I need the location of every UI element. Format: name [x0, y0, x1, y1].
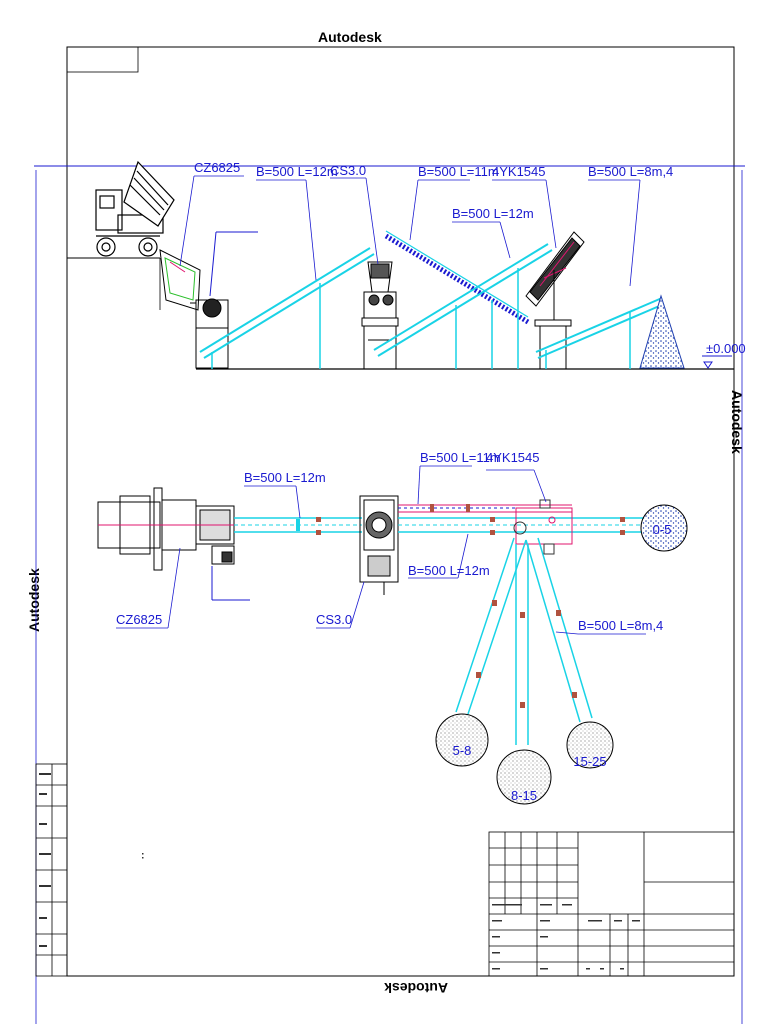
plan-view: B=500 L=12m B=500 L=11m 4YK1545 B=500 L=…	[97, 450, 688, 805]
conveyor-1-plan	[234, 517, 362, 535]
label-pile-0-5: 0-5	[653, 522, 672, 537]
feeder-jaw-crusher-elevation	[159, 231, 258, 369]
elevation-view: CZ6825 B=500 L=12m CS3.0 B=500 L=11m 4YK…	[67, 160, 746, 370]
cone-crusher-plan	[359, 495, 399, 595]
label-conveyor-2-plan: B=500 L=11m	[420, 450, 501, 465]
revision-strip-marks	[39, 773, 144, 947]
stockpile-15-25	[566, 721, 614, 769]
conveyor-2-elevation	[384, 230, 530, 369]
label-conveyor-4-elev: B=500 L=8m,4	[588, 164, 673, 179]
label-screen-elev: 4YK1545	[492, 164, 546, 179]
conveyor-3-elevation	[373, 243, 553, 369]
label-conveyor-2-elev: B=500 L=11m	[418, 164, 499, 179]
stockpile-5-8	[435, 713, 489, 767]
vibrating-screen-elevation	[525, 231, 585, 369]
elevation-leaders	[179, 175, 641, 287]
stockpile-0-5	[640, 504, 688, 552]
label-pile-15-25: 15-25	[573, 754, 606, 769]
conveyor-4-elevation	[535, 297, 665, 369]
label-conveyor-3-elev: B=500 L=12m	[452, 206, 534, 221]
label-conveyor-1-plan: B=500 L=12m	[244, 470, 326, 485]
label-conveyor-1-elev: B=500 L=12m	[256, 164, 338, 179]
feeder-jaw-crusher-plan	[97, 487, 250, 601]
label-screen-plan: 4YK1545	[486, 450, 540, 465]
radial-conveyors-plan	[455, 537, 593, 745]
label-pile-5-8: 5-8	[453, 743, 472, 758]
label-conveyor-4-plan: B=500 L=8m,4	[578, 618, 663, 633]
label-pile-8-15: 8-15	[511, 788, 537, 803]
label-crusher-feeder-plan: CZ6825	[116, 612, 162, 627]
vibrating-screen-plan	[513, 499, 573, 555]
title-block	[488, 831, 735, 977]
stockpiles-plan	[435, 504, 688, 805]
label-conveyor-3-plan: B=500 L=12m	[408, 563, 490, 578]
watermark-top: Autodesk	[318, 29, 382, 45]
plan-leaders	[116, 465, 646, 635]
title-block-marks	[492, 904, 640, 970]
stockpile-8-15	[496, 749, 552, 805]
label-crusher-feeder-elev: CZ6825	[194, 160, 240, 175]
conveyor-1-elevation	[199, 247, 375, 369]
ground-level-mark	[702, 355, 732, 369]
stockpile-elevation	[639, 294, 685, 369]
label-ground-level: ±0.000	[706, 341, 746, 356]
revision-strip	[35, 763, 68, 977]
cone-crusher-elevation	[361, 261, 399, 369]
label-cone-crusher-plan: CS3.0	[316, 612, 352, 627]
dump-truck	[95, 160, 175, 257]
label-cone-crusher-elev: CS3.0	[330, 163, 366, 178]
